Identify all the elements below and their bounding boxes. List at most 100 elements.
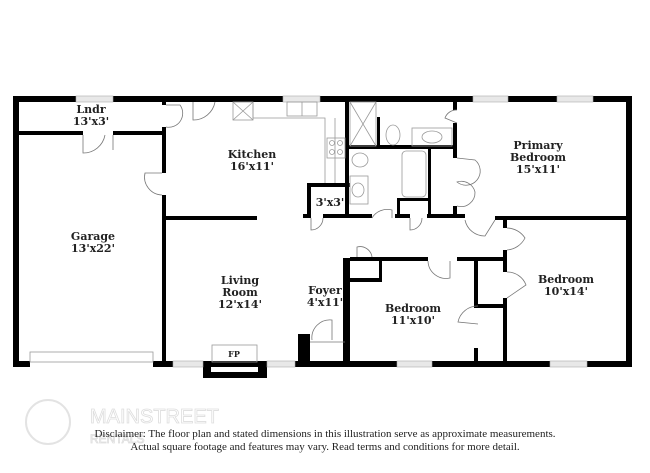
logo-mark-icon — [25, 399, 71, 445]
wall-segment — [503, 216, 507, 228]
laundry-dims: 13'x3' — [73, 115, 109, 128]
wall-segment — [153, 361, 343, 367]
wall-segment — [453, 102, 457, 110]
wall-segment — [345, 102, 349, 218]
living-name-1: Living — [221, 274, 259, 287]
door-swing — [506, 227, 526, 251]
wall-segment — [162, 127, 166, 173]
window — [172, 360, 204, 368]
room-labels: Lndr 13'x3' Kitchen 16'x11' Garage 13'x2… — [71, 103, 594, 359]
door-swing — [356, 246, 373, 258]
primary-name-2: Bedroom — [510, 151, 566, 164]
door-swing — [310, 217, 324, 231]
garage-name: Garage — [71, 230, 115, 243]
wall-segment — [258, 361, 267, 378]
window — [266, 360, 296, 368]
wall-segment — [13, 361, 30, 367]
door-swing — [457, 305, 479, 325]
window — [75, 95, 114, 103]
wall-segment — [307, 183, 350, 187]
window — [472, 95, 509, 103]
living-dims: 12'x14' — [218, 298, 262, 311]
door-swing — [82, 134, 106, 154]
wall-segment — [323, 214, 372, 218]
wall-segment — [343, 361, 632, 367]
fireplace-hearth — [211, 344, 258, 363]
wall-segment — [211, 372, 258, 378]
door-swing — [456, 157, 481, 207]
closet-dims: 3'x3' — [316, 196, 345, 209]
toilet — [385, 124, 401, 146]
wall-segment — [303, 214, 311, 218]
window — [556, 95, 594, 103]
wall-segment — [474, 348, 478, 364]
door-swing — [427, 260, 451, 279]
wall-segment — [453, 206, 457, 218]
wall-segment — [474, 258, 478, 306]
foyer-name: Foyer — [308, 284, 342, 297]
kitchen-name: Kitchen — [228, 148, 277, 161]
wall-segment — [113, 131, 163, 135]
wall-segment — [162, 195, 166, 362]
wall-segment — [13, 96, 632, 102]
wall-segment — [13, 96, 19, 367]
wall-segment — [307, 183, 311, 218]
primary-name-1: Primary — [513, 139, 563, 152]
laundry-name: Lndr — [76, 103, 105, 116]
disclaimer-line-2: Actual square footage and features may v… — [130, 441, 520, 453]
wall-segment — [349, 278, 382, 282]
wall-segment — [350, 257, 428, 261]
wall-segment — [457, 257, 505, 261]
window — [396, 360, 433, 368]
wall-segment — [397, 198, 400, 218]
wall-segment — [453, 123, 457, 158]
watermark-line-2: RENTALS — [90, 432, 144, 446]
disclaimer-line-1: Disclaimer: The floor plan and stated di… — [94, 428, 556, 440]
wall-segment — [166, 216, 257, 220]
walls — [13, 96, 632, 378]
watermark-logo: MAINSTREET RENTALS — [25, 399, 219, 446]
door-swing — [506, 271, 527, 299]
foyer-dims: 4'x11' — [307, 296, 343, 309]
door-swing — [144, 172, 163, 196]
wall-segment — [503, 298, 507, 364]
windows — [75, 95, 594, 368]
stove — [326, 137, 346, 159]
wall-segment — [474, 304, 507, 308]
door-swing — [464, 219, 496, 237]
door-swing — [165, 104, 184, 128]
wall-segment — [343, 258, 350, 338]
window — [282, 95, 321, 103]
wall-segment — [503, 250, 507, 272]
bedroom3-dims: 11'x10' — [391, 314, 435, 327]
wall-segment — [19, 131, 83, 135]
door-swing — [192, 101, 216, 121]
bedroom2-dims: 10'x14' — [544, 285, 588, 298]
living-name-2: Room — [222, 286, 258, 299]
wall-segment — [395, 214, 410, 218]
garage-door — [29, 351, 154, 363]
window — [549, 360, 588, 368]
bathtub — [401, 150, 427, 198]
bedroom3-name: Bedroom — [385, 302, 441, 315]
wall-segment — [298, 334, 310, 367]
shower — [349, 101, 377, 147]
vanity — [411, 127, 453, 147]
fireplace-label: FP — [228, 349, 240, 359]
bedroom2-name: Bedroom — [538, 273, 594, 286]
wall-segment — [377, 117, 380, 147]
primary-dims: 15'x11' — [516, 163, 560, 176]
door-swing — [444, 109, 458, 124]
wall-segment — [379, 258, 382, 280]
wall-segment — [427, 214, 465, 218]
wall-segment — [203, 361, 211, 378]
garage-dims: 13'x22' — [71, 242, 115, 255]
toilet-2 — [351, 152, 369, 168]
wall-segment — [495, 216, 626, 220]
fixtures — [29, 101, 453, 363]
kitchen-dims: 16'x11' — [230, 160, 274, 173]
sink-vanity — [349, 175, 369, 205]
wall-segment — [626, 96, 632, 367]
wall-segment — [349, 145, 457, 149]
